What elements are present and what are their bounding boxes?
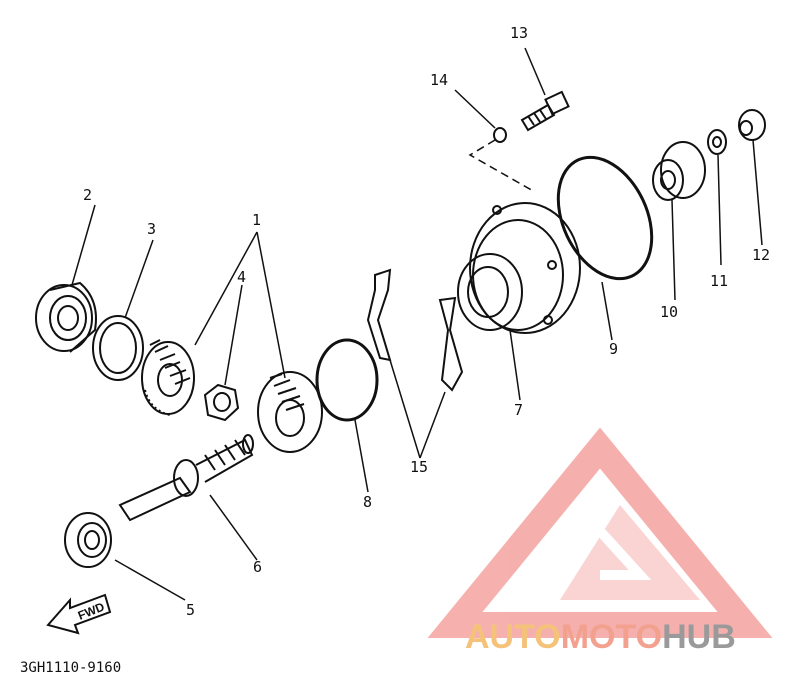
nut-part-12 bbox=[738, 109, 766, 141]
callout-14: 14 bbox=[430, 71, 448, 89]
coupling-part-10 bbox=[652, 141, 706, 201]
callout-2: 2 bbox=[83, 186, 92, 204]
callout-11: 11 bbox=[710, 272, 728, 290]
watermark-auto: AUTO bbox=[465, 618, 561, 656]
callout-5: 5 bbox=[186, 601, 195, 619]
fwd-arrow-icon: FWD bbox=[46, 593, 112, 635]
bearing-part-5 bbox=[64, 512, 112, 568]
nut-part-4 bbox=[203, 383, 240, 422]
leader-lines bbox=[71, 47, 763, 601]
bevel-gear-right-part-1 bbox=[257, 371, 323, 453]
bolt-part-13 bbox=[520, 90, 570, 132]
callout-6: 6 bbox=[253, 558, 262, 576]
watermark-logo-icon bbox=[427, 427, 773, 638]
callout-10: 10 bbox=[660, 303, 678, 321]
gear-housing-part-7 bbox=[457, 202, 581, 334]
bevel-gear-left-part-1 bbox=[141, 339, 195, 416]
washer-part-14 bbox=[493, 127, 507, 143]
bearing-part-2 bbox=[35, 281, 97, 353]
watermark-hub: HUB bbox=[662, 618, 736, 656]
callout-13: 13 bbox=[510, 24, 528, 42]
callout-8: 8 bbox=[363, 493, 372, 511]
oil-seal-part-3 bbox=[92, 315, 144, 381]
o-ring-part-9 bbox=[556, 155, 654, 281]
shim-part-15 bbox=[366, 268, 464, 392]
callout-12: 12 bbox=[752, 246, 770, 264]
watermark-moto: MOTO bbox=[561, 618, 662, 656]
watermark-text: AUTOMOTOHUB bbox=[465, 618, 736, 656]
o-ring-part-8 bbox=[315, 338, 379, 422]
washer-part-11 bbox=[707, 129, 727, 155]
callout-9: 9 bbox=[609, 340, 618, 358]
callout-7: 7 bbox=[514, 401, 523, 419]
callout-3: 3 bbox=[147, 220, 156, 238]
callout-15: 15 bbox=[410, 458, 428, 476]
pinion-shaft-part-6 bbox=[118, 434, 254, 522]
drawing-code: 3GH1110-9160 bbox=[20, 660, 121, 676]
callout-4: 4 bbox=[237, 268, 246, 286]
callout-1: 1 bbox=[252, 211, 261, 229]
